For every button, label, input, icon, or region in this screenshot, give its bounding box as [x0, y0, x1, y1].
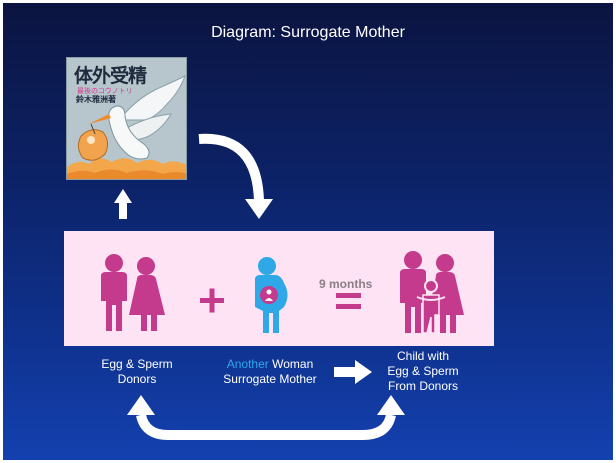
donors-label-line2: Donors: [117, 372, 157, 386]
slide-title: Diagram: Surrogate Mother: [211, 24, 405, 41]
surrogate-label-accent: Another: [226, 357, 269, 371]
book-title: 体外受精: [74, 65, 147, 87]
child-label-line1: Child with: [396, 349, 450, 363]
book-author: 鈴木雅洲著: [76, 94, 116, 104]
child-label: Child with Egg & Sperm From Donors: [373, 349, 473, 394]
surrogate-label: Another Woman Surrogate Mother: [205, 357, 335, 387]
donors-label: Egg & Sperm Donors: [82, 357, 192, 387]
arrow-up-icon: [114, 189, 132, 219]
arrow-right-icon: [334, 360, 372, 384]
child-label-line2: Egg & Sperm: [387, 364, 459, 378]
slide: Diagram: Surrogate Mother 体外受精 最後のコウノトリ …: [3, 3, 613, 460]
surrogate-label-rest: Woman: [268, 357, 314, 371]
diagram-graphics: [101, 133, 464, 440]
pregnant-woman-icon: [255, 257, 288, 333]
book-cover-image: 体外受精 最後のコウノトリ 鈴木雅洲著: [66, 57, 187, 180]
donors-label-line1: Egg & Sperm: [101, 357, 173, 371]
stork-icon: [67, 58, 186, 179]
equals-icon: [336, 293, 361, 309]
book-subtitle: 最後のコウノトリ: [77, 87, 133, 95]
curved-arrow-down-icon: [198, 133, 273, 219]
child-label-line3: From Donors: [387, 379, 458, 393]
curved-arrow-loop-icon: [127, 395, 405, 440]
surrogate-label-line1: Another Woman: [205, 357, 335, 372]
family-icon: [400, 251, 464, 334]
months-label: 9 months: [319, 277, 373, 291]
couple-icon: [101, 254, 165, 331]
plus-icon: [200, 288, 224, 313]
surrogate-label-line2: Surrogate Mother: [223, 372, 317, 386]
